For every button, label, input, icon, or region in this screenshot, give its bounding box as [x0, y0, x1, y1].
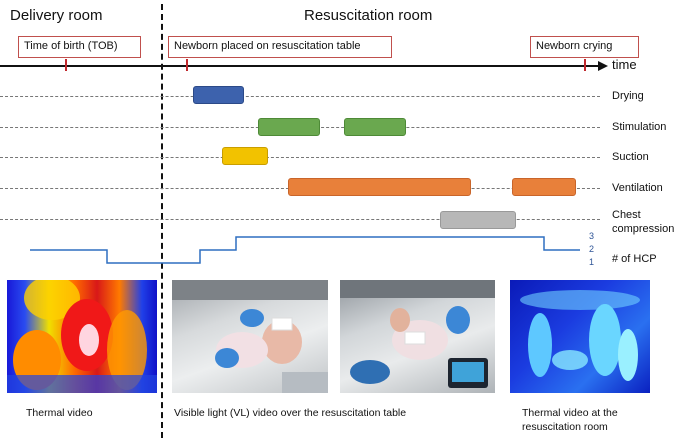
- thermal-video-thumbnail: [7, 280, 157, 393]
- label-drying: Drying: [612, 90, 644, 102]
- time-axis: [0, 65, 600, 67]
- resuscitation-room-title: Resuscitation room: [304, 7, 433, 24]
- tick-newborn-crying: [584, 59, 586, 71]
- bar-stimulation-2: [344, 118, 406, 136]
- caption-thermal-room-line1: Thermal video at the: [522, 407, 618, 419]
- label-chest: Chest: [612, 209, 641, 221]
- label-ventilation: Ventilation: [612, 182, 663, 194]
- vl-scene-1: [172, 280, 328, 393]
- hcp-tick-3: 3: [589, 231, 595, 241]
- hcp-tick-2: 2: [589, 244, 595, 254]
- room-divider: [161, 4, 163, 438]
- delivery-room-title: Delivery room: [10, 7, 103, 24]
- time-axis-label: time: [612, 57, 637, 72]
- vl-scene-2: [340, 280, 495, 388]
- row-line-suction: [0, 157, 600, 158]
- visible-light-video-thumbnail-2: [340, 280, 495, 393]
- thermal-figures: [7, 280, 157, 393]
- event-time-of-birth: Time of birth (TOB): [18, 36, 141, 58]
- caption-visible-light-video: Visible light (VL) video over the resusc…: [174, 407, 407, 419]
- tick-newborn-placed: [186, 59, 188, 71]
- bar-ventilation-2: [512, 178, 576, 196]
- hcp-tick-1: 1: [589, 257, 595, 267]
- row-line-drying: [0, 96, 600, 97]
- caption-thermal-room-line2: resuscitation room: [522, 421, 608, 433]
- row-line-chest-compression: [0, 219, 600, 220]
- label-stimulation: Stimulation: [612, 121, 667, 133]
- caption-thermal-video: Thermal video: [26, 407, 93, 419]
- label-suction: Suction: [612, 151, 649, 163]
- visible-light-video-thumbnail-1: [172, 280, 328, 393]
- bar-chest-compression: [440, 211, 516, 229]
- thermal-room-scene: [520, 290, 640, 381]
- label-hcp: # of HCP: [612, 253, 657, 265]
- event-newborn-crying: Newborn crying: [530, 36, 639, 58]
- bar-ventilation-1: [288, 178, 471, 196]
- bar-stimulation-1: [258, 118, 320, 136]
- event-newborn-placed: Newborn placed on resuscitation table: [168, 36, 392, 58]
- label-compression: compression: [612, 223, 675, 235]
- tick-time-of-birth: [65, 59, 67, 71]
- thermal-room-video-thumbnail: [510, 280, 650, 393]
- bar-suction: [222, 147, 268, 165]
- bar-drying: [193, 86, 244, 104]
